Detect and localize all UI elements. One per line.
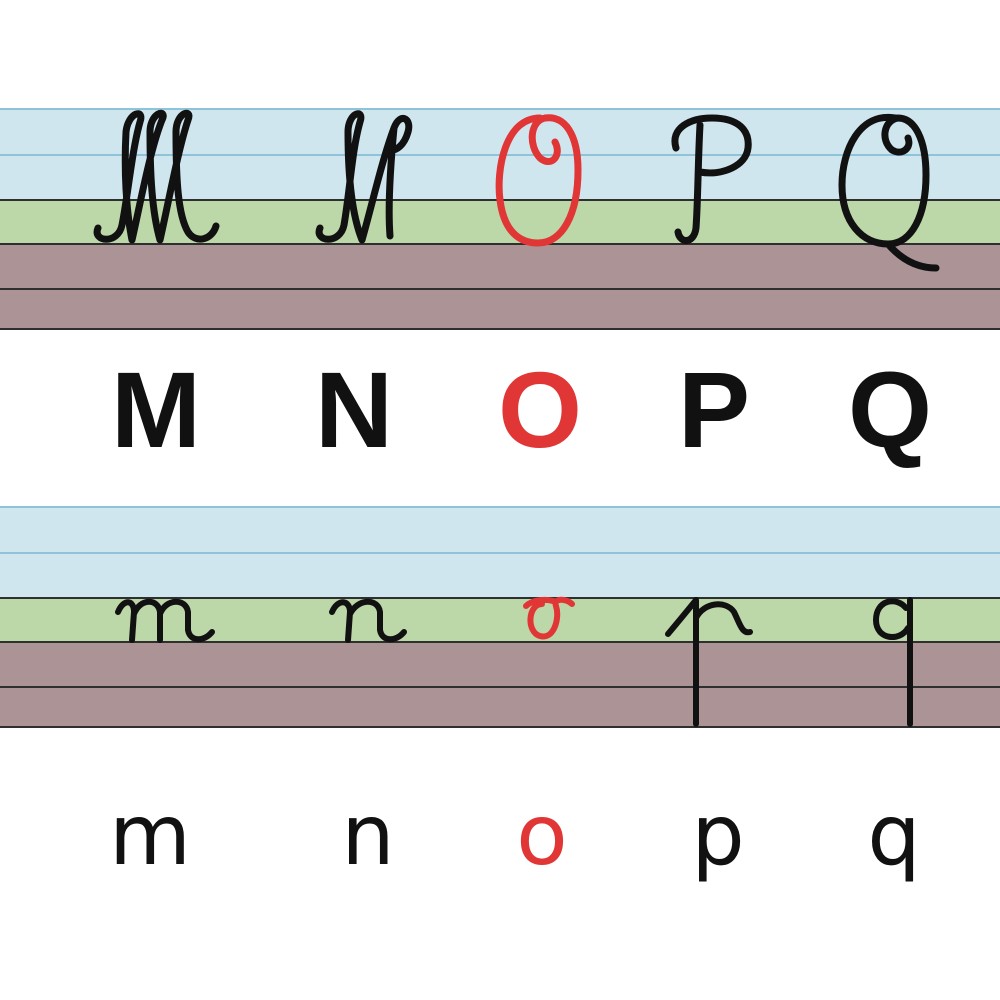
- lowercase-writing-guide: [0, 506, 1000, 728]
- print-uppercase-letter: P: [677, 349, 751, 470]
- cursive-uppercase-letter-3: [671, 114, 752, 244]
- uppercase-writing-guide: [0, 108, 1000, 330]
- cursive-uppercase-letter-1: [315, 110, 413, 244]
- print-lowercase-row: m n o p q: [0, 785, 1000, 905]
- print-lowercase-letter: n: [341, 786, 395, 884]
- print-uppercase-letter: O: [497, 349, 582, 470]
- descender-zone: [0, 642, 1000, 728]
- guide-line: [0, 686, 1000, 688]
- guide-line: [0, 328, 1000, 330]
- print-lowercase-letter: q: [867, 786, 921, 884]
- cursive-uppercase-letter-4: [838, 113, 940, 272]
- baseline: [0, 641, 1000, 643]
- print-uppercase-row: M N O P Q: [0, 350, 1000, 470]
- cursive-lowercase-letter-3: [665, 597, 753, 727]
- guide-line: [0, 597, 1000, 599]
- print-lowercase-letter: m: [109, 786, 191, 884]
- print-lowercase-letter: o: [516, 786, 568, 884]
- cursive-lowercase-letter-4: [873, 597, 913, 727]
- guide-line: [0, 288, 1000, 290]
- descender-zone: [0, 244, 1000, 330]
- cursive-lowercase-letter-0: [115, 598, 215, 643]
- cursive-lowercase-letter-1: [329, 598, 407, 643]
- guide-line: [0, 726, 1000, 728]
- guide-line: [0, 552, 1000, 554]
- print-lowercase-letter: p: [691, 786, 745, 884]
- guide-line: [0, 506, 1000, 508]
- print-uppercase-letter: Q: [847, 349, 932, 470]
- print-uppercase-letter: N: [315, 349, 393, 470]
- cursive-uppercase-letter-0: [93, 109, 220, 244]
- cursive-lowercase-letter-2: [523, 596, 575, 640]
- cursive-uppercase-letter-2: [495, 114, 582, 247]
- print-uppercase-letter: M: [111, 349, 201, 470]
- guide-line: [0, 108, 1000, 110]
- baseline: [0, 243, 1000, 245]
